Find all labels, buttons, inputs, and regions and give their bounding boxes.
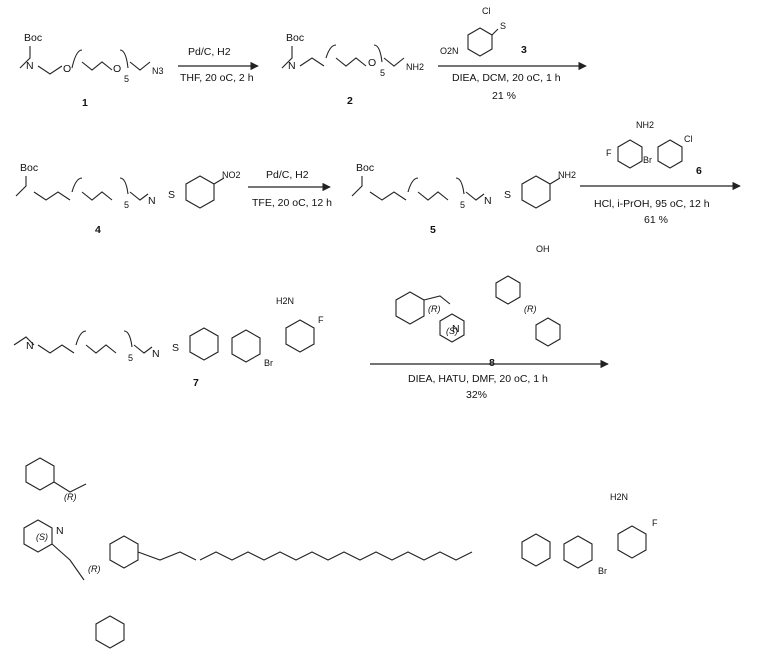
- amine-group: NH2: [406, 62, 424, 72]
- compound-1: Boc N O O 5 N3 1: [19, 32, 164, 109]
- s-atom: S: [504, 189, 511, 201]
- nitro-group: O2N: [440, 46, 459, 56]
- compound-2: Boc N O 5 NH2 2: [281, 32, 424, 107]
- azide-group: N3: [152, 66, 164, 76]
- s-atom: S: [168, 189, 175, 201]
- compound-number: 3: [521, 44, 527, 56]
- boc-label: Boc: [356, 162, 374, 174]
- condition-label: THF, 20 oC, 2 h: [180, 72, 254, 84]
- compound-6: NH2 F Br Cl 6: [606, 120, 702, 177]
- n-atom: N: [452, 323, 460, 335]
- f-atom: F: [652, 518, 658, 528]
- s-atom: S: [172, 342, 179, 354]
- compound-number: 4: [95, 224, 101, 236]
- repeat-subscript: 5: [124, 200, 129, 210]
- n-atom: N: [26, 60, 34, 72]
- stereo-label: (R): [428, 304, 441, 314]
- condition-label: TFE, 20 oC, 12 h: [252, 197, 332, 209]
- compound-number: 5: [430, 224, 436, 236]
- compound-number: 8: [489, 357, 495, 369]
- yield-label: 32%: [466, 389, 487, 401]
- stereo-label: (S): [36, 532, 48, 542]
- repeat-subscript: 5: [124, 74, 129, 84]
- amine-group: NH2: [558, 170, 576, 180]
- compound-number: 1: [82, 97, 88, 109]
- amide-group: H2N: [276, 296, 294, 306]
- n-atom: N: [288, 60, 296, 72]
- compound-7: N 5 N S Br F H2N 7: [13, 296, 324, 389]
- f-atom: F: [318, 315, 324, 325]
- n-atom: N: [56, 525, 64, 537]
- boc-label: Boc: [24, 32, 42, 44]
- boc-label: Boc: [20, 162, 38, 174]
- acid-group: OH: [536, 244, 550, 254]
- condition-label: HCl, i-PrOH, 95 oC, 12 h: [594, 198, 710, 210]
- repeat-subscript: 5: [380, 68, 385, 78]
- stereo-label: (R): [524, 304, 537, 314]
- o-atom: O: [368, 57, 376, 69]
- n-atom: N: [484, 195, 492, 207]
- repeat-subscript: 5: [460, 200, 465, 210]
- compound-4: Boc 5 N S NO2 4: [15, 162, 241, 236]
- compound-5: Boc 5 N S NH2 5: [351, 162, 576, 236]
- compound-8: OH (R) N (S) (R) 8: [395, 244, 561, 369]
- boc-label: Boc: [286, 32, 304, 44]
- reagent-label: Pd/C, H2: [188, 46, 231, 58]
- o-atom: O: [63, 63, 71, 75]
- o-atom: O: [113, 63, 121, 75]
- compound-number: 7: [193, 377, 199, 389]
- condition-label: DIEA, DCM, 20 oC, 1 h: [452, 72, 561, 84]
- br-atom: Br: [643, 155, 652, 165]
- stereo-label: (R): [64, 492, 77, 502]
- amide-group: H2N: [610, 492, 628, 502]
- cl-atom: Cl: [684, 134, 693, 144]
- n-atom: N: [26, 340, 34, 352]
- product: (R) N (S) (R) Br F H2N: [23, 457, 658, 649]
- br-atom: Br: [598, 566, 607, 576]
- nitro-group: NO2: [222, 170, 241, 180]
- reagent-label: Pd/C, H2: [266, 169, 309, 181]
- stereo-label: (S): [446, 326, 458, 336]
- compound-number: 2: [347, 95, 353, 107]
- yield-label: 61 %: [644, 214, 668, 226]
- n-atom: N: [148, 195, 156, 207]
- f-atom: F: [606, 148, 612, 158]
- cl-atom: Cl: [482, 6, 491, 16]
- compound-number: 6: [696, 165, 702, 177]
- br-atom: Br: [264, 358, 273, 368]
- yield-label: 21 %: [492, 90, 516, 102]
- condition-label: DIEA, HATU, DMF, 20 oC, 1 h: [408, 373, 548, 385]
- stereo-label: (R): [88, 564, 101, 574]
- amide-group: NH2: [636, 120, 654, 130]
- n-atom: N: [152, 348, 160, 360]
- repeat-subscript: 5: [128, 353, 133, 363]
- s-atom: S: [500, 21, 506, 31]
- compound-3: Cl S O2N 3: [440, 6, 527, 57]
